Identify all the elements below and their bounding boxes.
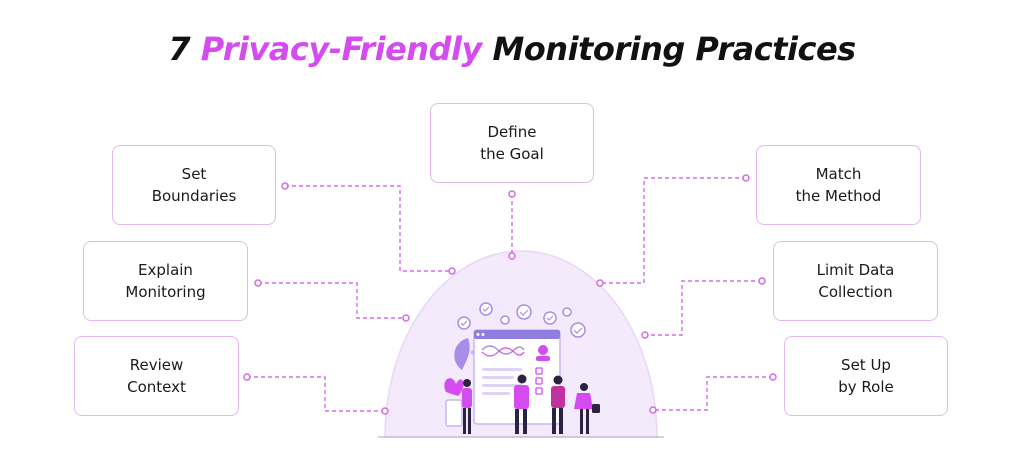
practice-label: Limit Data Collection: [816, 261, 895, 301]
connector-match-method: [600, 177, 746, 284]
plant-pot: [445, 399, 463, 427]
practice-explain-monitoring: Explain Monitoring: [83, 241, 248, 321]
connector-review-context: [247, 376, 385, 412]
team-illustration: [444, 302, 600, 434]
practice-label: Set Boundaries: [151, 165, 237, 205]
connector-set-boundaries: [285, 185, 452, 272]
text-lines: [482, 368, 522, 395]
plant-icon: [444, 378, 464, 396]
check-marks: [460, 306, 583, 334]
practice-label: Review Context: [127, 356, 186, 396]
leaf-icon: [454, 338, 470, 370]
window-titlebar: [474, 330, 560, 339]
title-suffix: Monitoring Practices: [481, 30, 856, 68]
practice-label: Set Up by Role: [838, 356, 894, 396]
practice-set-boundaries: Set Boundaries: [112, 145, 276, 225]
practice-match-method: Match the Method: [756, 145, 921, 225]
page-title: 7 Privacy-Friendly Monitoring Practices: [0, 30, 1024, 68]
practice-define-goal: Define the Goal: [430, 103, 594, 183]
connector-limit-data: [645, 280, 762, 336]
title-highlight: Privacy-Friendly: [200, 30, 483, 68]
practice-set-up-by-role: Set Up by Role: [784, 336, 948, 416]
check-bubble-icons: [457, 302, 586, 338]
connector-explain-monitoring: [258, 282, 406, 319]
checkbox-icons: [535, 367, 543, 395]
practice-limit-data-collection: Limit Data Collection: [773, 241, 938, 321]
connector-set-up-role: [653, 376, 773, 411]
practice-label: Define the Goal: [480, 123, 544, 163]
connector-endpoints: [243, 174, 777, 415]
practice-review-context: Review Context: [74, 336, 239, 416]
connectors: [247, 177, 773, 412]
title-prefix: 7: [168, 30, 201, 68]
profile-avatar: [538, 345, 548, 355]
practice-label: Explain Monitoring: [125, 261, 206, 301]
practice-label: Match the Method: [795, 165, 882, 205]
chart-wave: [481, 345, 525, 355]
